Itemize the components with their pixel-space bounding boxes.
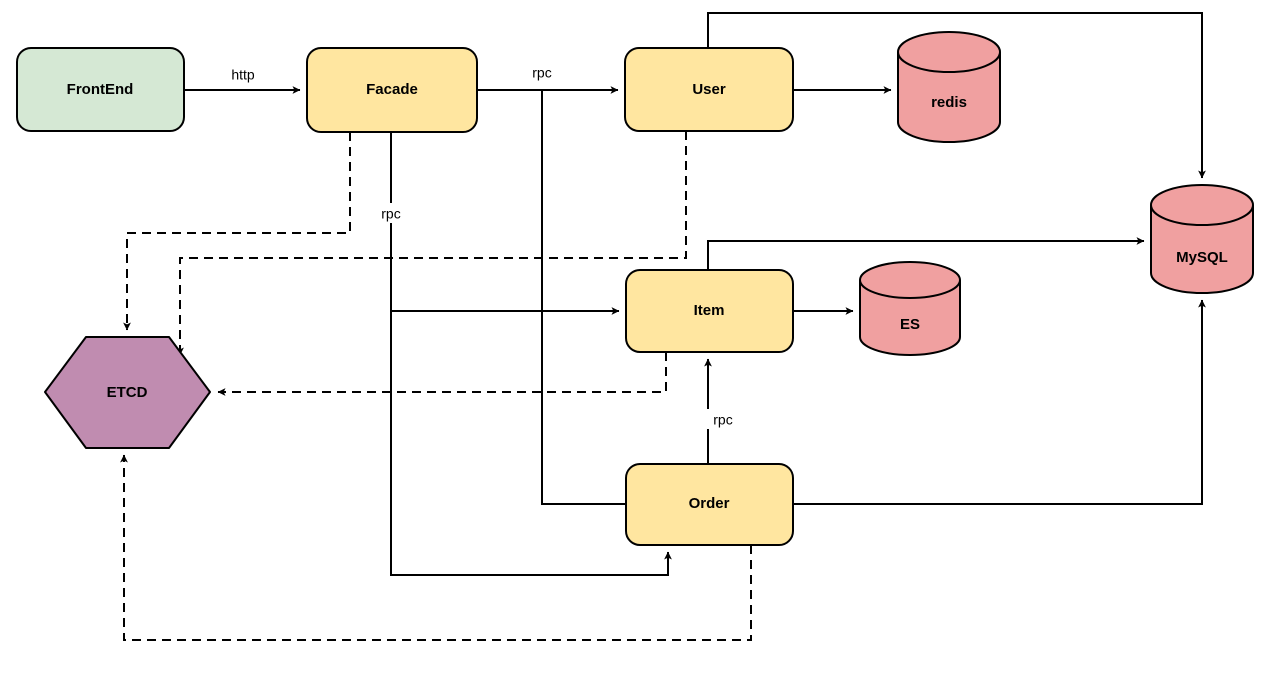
item-label: Item — [694, 302, 725, 319]
edges-layer — [120, 12, 1206, 641]
edge-item-mysql — [707, 237, 1145, 270]
node-frontend[interactable]: FrontEnd — [16, 47, 185, 132]
node-es[interactable]: ES — [859, 261, 961, 356]
frontend-box[interactable] — [16, 47, 185, 132]
node-mysql[interactable]: MySQL — [1150, 184, 1254, 294]
edge-labels-layer: http rpc rpc rpc — [225, 62, 741, 429]
node-etcd[interactable]: ETCD — [44, 336, 211, 449]
facade-label: Facade — [366, 81, 418, 98]
user-label: User — [692, 81, 726, 98]
es-label: ES — [900, 316, 920, 333]
user-box[interactable] — [624, 47, 794, 132]
order-label: Order — [689, 495, 730, 512]
edge-order-mysql — [793, 299, 1206, 505]
frontend-label: FrontEnd — [67, 81, 134, 98]
mysql-label: MySQL — [1176, 249, 1228, 266]
order-box[interactable] — [625, 463, 794, 546]
es-cylinder-body[interactable] — [859, 261, 961, 356]
edge-label-rpc-order-item-bg — [705, 409, 741, 429]
edge-facade-order-bottom — [390, 311, 672, 576]
node-item[interactable]: Item — [625, 269, 794, 353]
edge-facade-item — [390, 132, 620, 315]
mysql-cylinder-body[interactable] — [1150, 184, 1254, 294]
edge-user-etcd — [176, 131, 687, 356]
mysql-cylinder-top — [1150, 204, 1254, 226]
edge-item-etcd — [217, 352, 667, 396]
edge-facade-etcd — [123, 132, 351, 331]
edge-label-rpc-order-item: rpc — [713, 412, 732, 428]
edge-label-rpc-facade-item: rpc — [381, 206, 400, 222]
es-cylinder-top — [859, 279, 961, 299]
edge-label-http: http — [231, 67, 255, 83]
etcd-hexagon[interactable] — [44, 336, 211, 449]
etcd-label: ETCD — [107, 384, 148, 401]
node-facade[interactable]: Facade — [306, 47, 478, 133]
item-box[interactable] — [625, 269, 794, 353]
redis-cylinder-top — [897, 51, 1001, 73]
edge-label-rpc-facade-user-bg — [524, 62, 560, 82]
node-redis[interactable]: redis — [897, 31, 1001, 143]
redis-cylinder-body[interactable] — [897, 31, 1001, 143]
redis-label: redis — [931, 94, 967, 111]
facade-box[interactable] — [306, 47, 478, 133]
edge-label-http-bg — [225, 64, 263, 84]
edge-label-rpc-facade-user: rpc — [532, 65, 551, 81]
nodes-layer: FrontEnd Facade User Item Order — [16, 31, 1254, 546]
edge-facade-order-left — [541, 90, 626, 505]
node-order[interactable]: Order — [625, 463, 794, 546]
edge-user-mysql — [707, 12, 1206, 179]
edge-label-rpc-facade-item-bg — [374, 203, 410, 223]
edge-order-etcd — [120, 454, 752, 641]
node-user[interactable]: User — [624, 47, 794, 132]
